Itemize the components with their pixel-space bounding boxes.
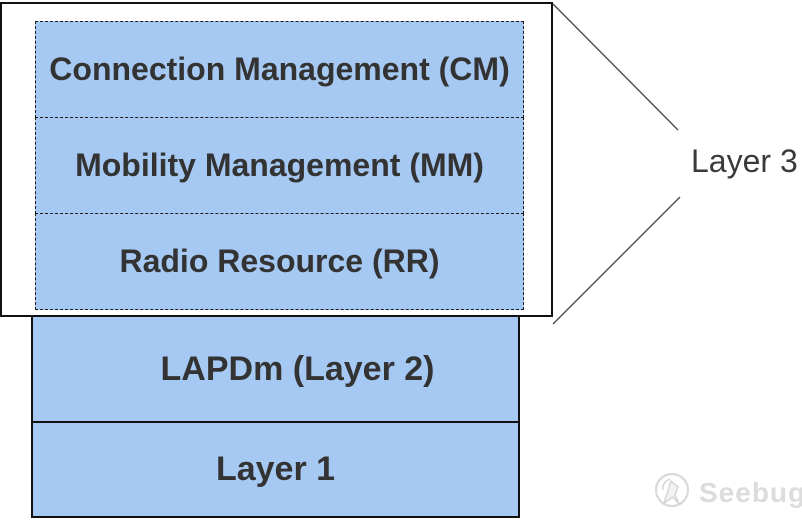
lapdm-layer2-box: LAPDm (Layer 2) — [31, 315, 520, 423]
seebug-dino-circle-icon — [654, 472, 690, 508]
lapdm-layer2-label: LAPDm (Layer 2) — [160, 349, 435, 388]
radio-resource-label: Radio Resource (RR) — [119, 243, 440, 279]
mobility-management-box: Mobility Management (MM) — [35, 117, 524, 214]
callout-line-bottom — [552, 196, 681, 325]
layer3-group-box: Connection Management (CM) Mobility Mana… — [0, 2, 553, 317]
radio-resource-box: Radio Resource (RR) — [35, 213, 524, 310]
mobility-management-label: Mobility Management (MM) — [75, 147, 484, 183]
layer3-annotation-label: Layer 3 — [691, 143, 798, 179]
connection-management-label: Connection Management (CM) — [49, 51, 510, 87]
layer1-label: Layer 1 — [215, 450, 336, 488]
callout-line-top — [552, 3, 679, 131]
connection-management-box: Connection Management (CM) — [35, 21, 524, 118]
layer1-box: Layer 1 — [31, 421, 520, 518]
seebug-watermark: Seebug — [651, 469, 802, 517]
layer3-sublayer-stack: Connection Management (CM) Mobility Mana… — [35, 21, 524, 310]
seebug-brand-text: Seebug — [699, 477, 802, 508]
